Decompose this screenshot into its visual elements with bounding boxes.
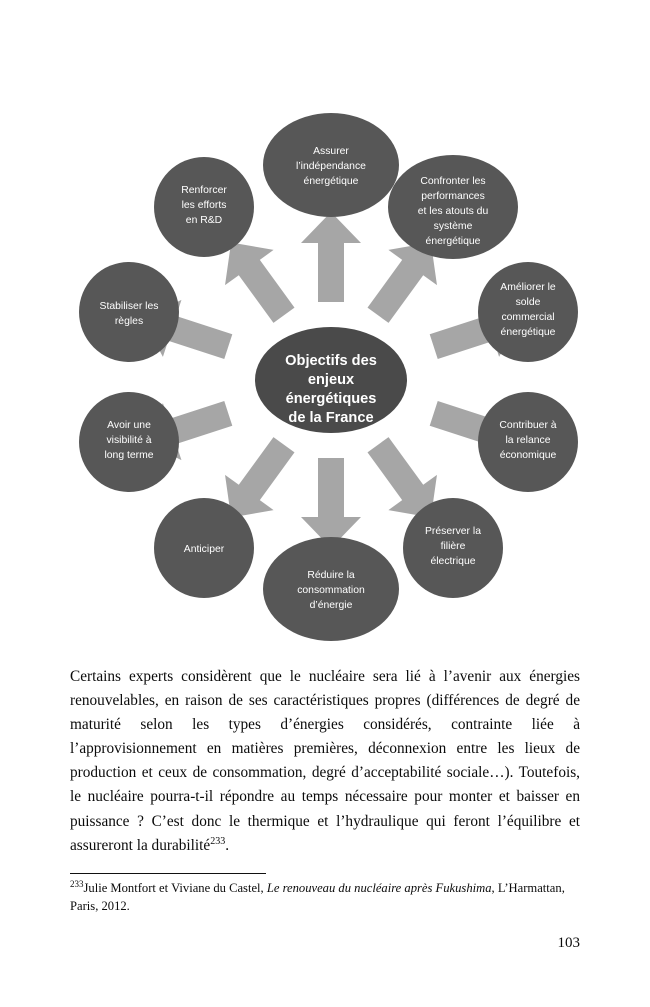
node-label-line: système <box>434 221 473 232</box>
arrow-down-right <box>367 437 437 518</box>
radial-objectives-diagram: Assurer l’indépendance énergétique Confr… <box>57 106 605 654</box>
node-avoir-visibilite-long-terme[interactable]: Avoir une visibilité à long terme <box>79 392 179 492</box>
body-paragraph: Certains experts considèrent que le nucl… <box>70 665 580 858</box>
footnote-citation: 233Julie Montfort et Viviane du Castel, … <box>70 879 582 916</box>
arrow-up-left <box>225 242 295 323</box>
node-label-line: Avoir une <box>107 420 151 431</box>
node-shape <box>388 155 518 259</box>
footnote-title: Le renouveau du nucléaire après Fukushim… <box>266 881 492 895</box>
node-label-line: performances <box>421 191 485 202</box>
diagram-center-hub[interactable]: Objectifs des enjeux énergétiques de la … <box>255 327 407 433</box>
arrow-up-right <box>367 242 437 323</box>
arrow-down-left <box>225 437 295 518</box>
footnote-separator-rule <box>70 873 266 874</box>
center-label-line: Objectifs des <box>285 353 377 369</box>
arrow-down <box>301 458 361 548</box>
node-label-line: énergétique <box>304 176 359 187</box>
node-anticiper[interactable]: Anticiper <box>154 498 254 598</box>
node-label-line: filière <box>441 541 466 552</box>
node-shape <box>263 113 399 217</box>
center-shape <box>255 327 407 433</box>
node-label-line: électrique <box>430 556 475 567</box>
node-label-line: Confronter les <box>420 176 485 187</box>
node-shape <box>154 157 254 257</box>
center-label-line: de la France <box>288 410 373 426</box>
node-reduire-consommation-energie[interactable]: Réduire la consommation d’énergie <box>263 537 399 641</box>
node-label-line: économique <box>500 450 557 461</box>
node-label-line: l’indépendance <box>296 161 366 172</box>
node-ameliorer-solde-commercial-energetique[interactable]: Améliorer le solde commercial énergétiqu… <box>478 262 578 362</box>
footnote-reference-marker[interactable]: 233 <box>210 835 226 847</box>
node-renforcer-efforts-rd[interactable]: Renforcer les efforts en R&D <box>154 157 254 257</box>
center-label-line: enjeux <box>308 372 355 388</box>
node-confronter-performances-atouts-systeme[interactable]: Confronter les performances et les atout… <box>388 155 518 259</box>
center-label-line: énergétiques <box>286 391 377 407</box>
node-label-line: Préserver la <box>425 526 481 537</box>
node-label-line: Contribuer à <box>499 420 556 431</box>
node-label-line: énergétique <box>501 327 556 338</box>
node-shape <box>263 537 399 641</box>
footnote-publisher: , L’Harmattan, Paris, 2012. <box>70 881 565 914</box>
node-label-line: la relance <box>505 435 550 446</box>
node-label-line: en R&D <box>186 215 222 226</box>
node-label-line: long terme <box>104 450 153 461</box>
node-label-line: Anticiper <box>184 544 225 555</box>
paragraph-terminator: . <box>225 836 230 854</box>
node-label-line: Améliorer le <box>500 282 556 293</box>
node-label-line: solde <box>516 297 541 308</box>
node-label-line: Renforcer <box>181 185 227 196</box>
node-shape <box>403 498 503 598</box>
node-shape <box>79 262 179 362</box>
node-preserver-filiere-electrique[interactable]: Préserver la filière électrique <box>403 498 503 598</box>
page-number: 103 <box>557 935 581 951</box>
footnote-author: Julie Montfort et Viviane du Castel, <box>83 881 267 895</box>
node-label-line: Réduire la <box>307 570 355 581</box>
paragraph-text: Certains experts considèrent que le nucl… <box>70 668 580 854</box>
node-label-line: consommation <box>297 585 365 596</box>
node-shape <box>478 262 578 362</box>
diagram-canvas: Assurer l’indépendance énergétique Confr… <box>79 113 578 641</box>
node-shape <box>154 498 254 598</box>
node-shape <box>79 392 179 492</box>
node-label-line: règles <box>115 316 143 327</box>
node-label-line: Stabiliser les <box>100 301 159 312</box>
node-label-line: et les atouts du <box>418 206 489 217</box>
footnote-number: 233 <box>70 878 84 889</box>
node-label-line: énergétique <box>426 236 481 247</box>
node-shape <box>478 392 578 492</box>
node-label-line: Assurer <box>313 146 349 157</box>
node-assurer-independance-energetique[interactable]: Assurer l’indépendance énergétique <box>263 113 399 217</box>
node-label-line: commercial <box>501 312 554 323</box>
node-contribuer-relance-economique[interactable]: Contribuer à la relance économique <box>478 392 578 492</box>
node-label-line: les efforts <box>182 200 227 211</box>
node-label-line: d’énergie <box>310 600 353 611</box>
node-label-line: visibilité à <box>106 435 151 446</box>
node-stabiliser-les-regles[interactable]: Stabiliser les règles <box>79 262 179 362</box>
arrow-up <box>301 212 361 302</box>
